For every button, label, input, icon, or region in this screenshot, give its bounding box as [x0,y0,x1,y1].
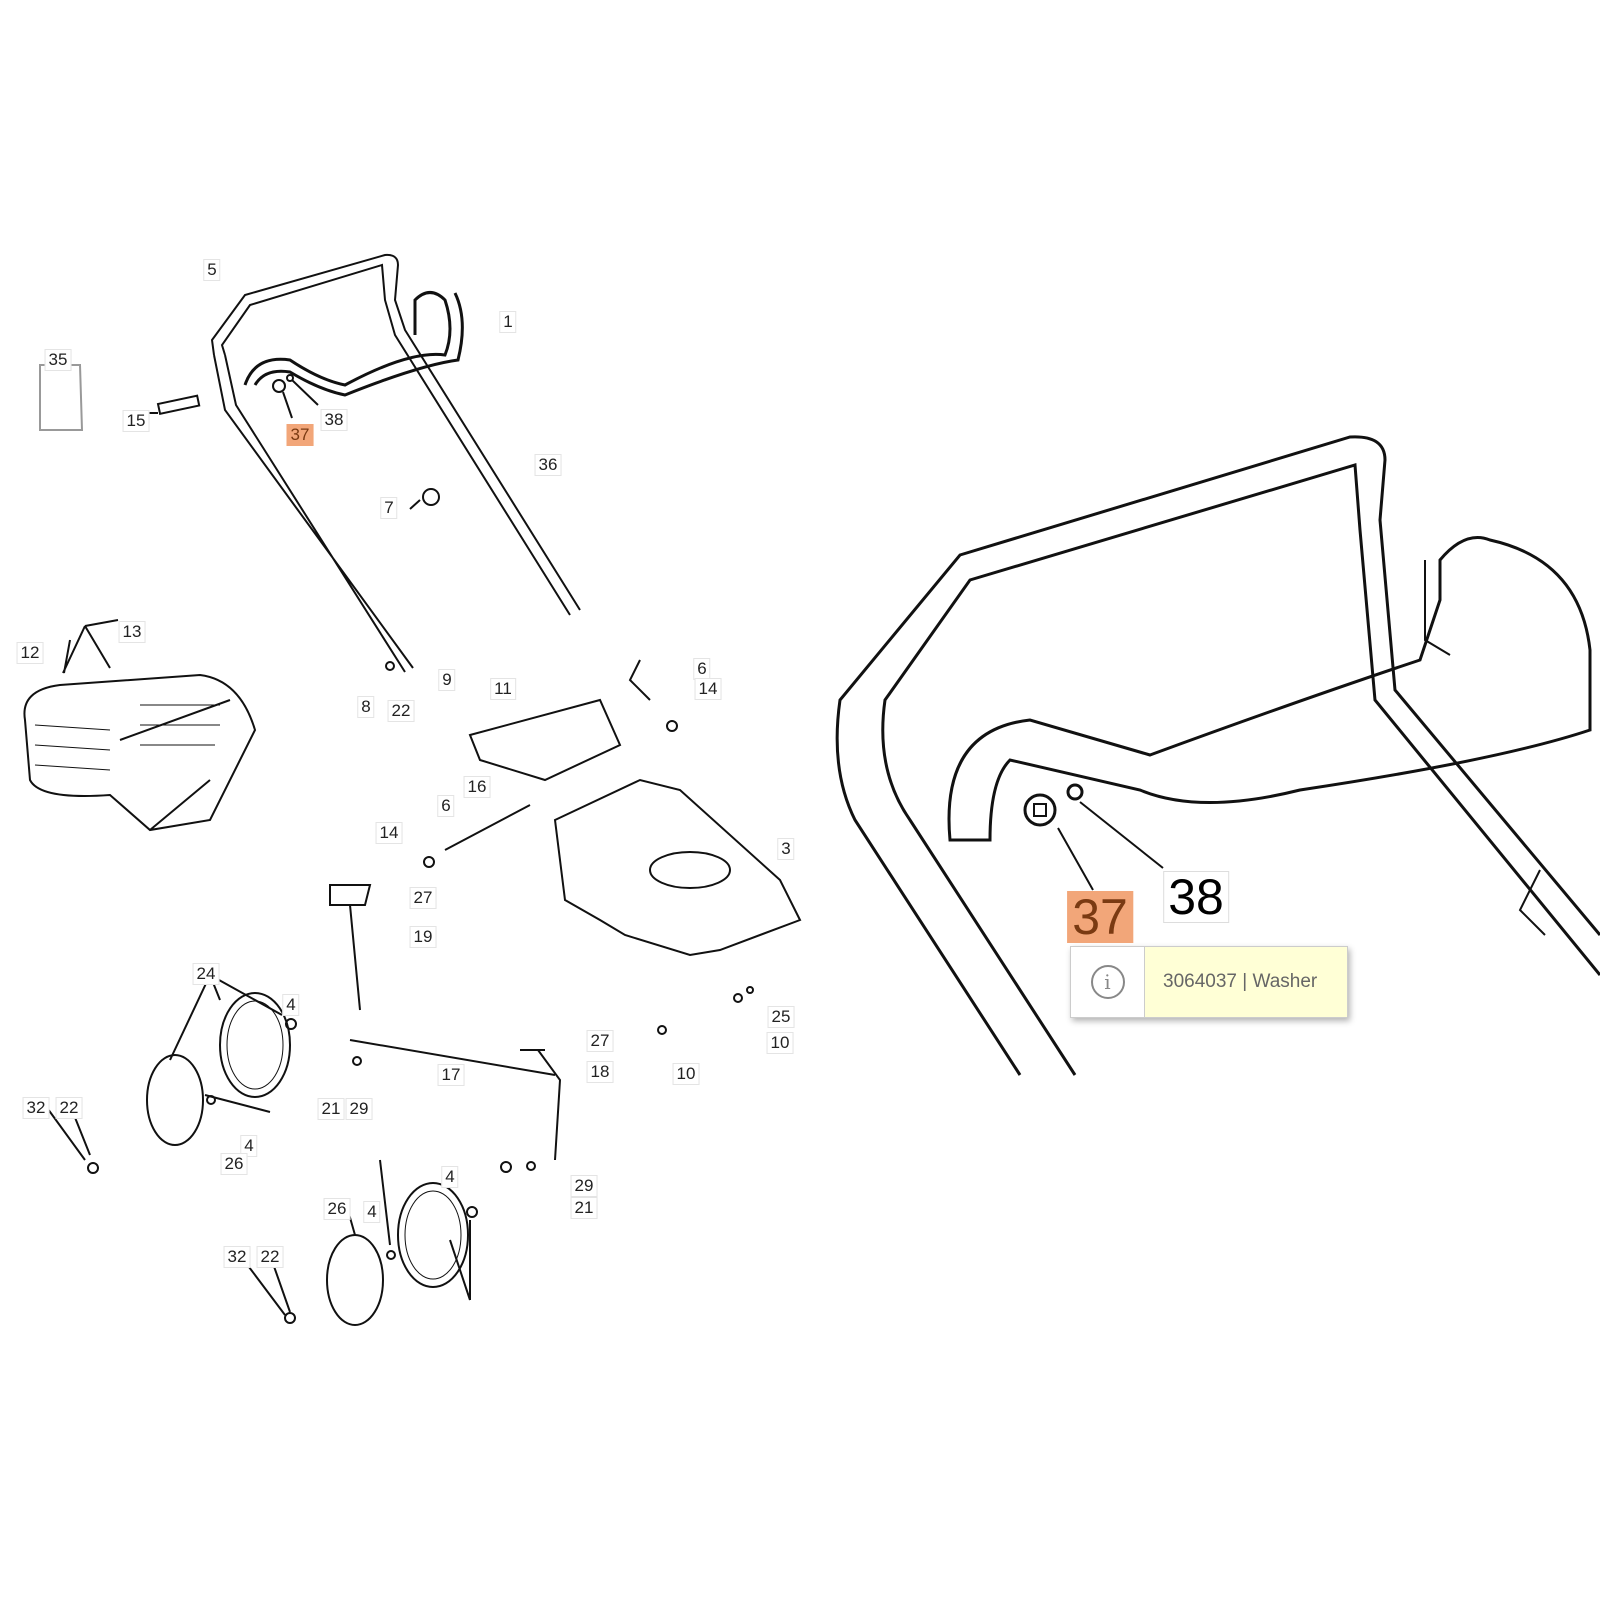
part-callout[interactable]: 6 [437,795,455,817]
part-callout[interactable]: 4 [363,1201,381,1223]
hubcap-left [146,1054,204,1146]
clip-35 [39,364,84,431]
part-callout[interactable]: 17 [437,1064,465,1086]
part-callout[interactable]: 4 [240,1135,258,1157]
part-callout[interactable]: 10 [766,1032,794,1054]
handle-frame [210,253,581,616]
zoom-washer-37 [1023,793,1057,827]
part-callout[interactable]: 4 [441,1166,459,1188]
part-callout[interactable]: 1 [499,311,517,333]
part-callout[interactable]: 8 [357,696,375,718]
grass-catcher [23,673,257,832]
part-callout[interactable]: 7 [380,497,398,519]
part-callout[interactable]: 19 [409,926,437,948]
part-callout[interactable]: 27 [586,1030,614,1052]
part-callout[interactable]: 27 [409,887,437,909]
part-callout[interactable]: 18 [586,1061,614,1083]
wheel-rear-left [397,1182,469,1288]
zoom-handle-frame [835,435,1600,1076]
part-callout[interactable]: 11 [490,678,516,700]
handle-lower-left [213,354,414,673]
part-callout[interactable]: 22 [256,1246,284,1268]
part-callout[interactable]: 4 [282,994,300,1016]
zoom-callout-37[interactable]: 37 [1067,891,1133,943]
part-callout[interactable]: 12 [16,642,44,664]
part-callout[interactable]: 32 [22,1097,50,1119]
zoom-grip [947,536,1592,842]
part-callout[interactable]: 25 [767,1006,795,1028]
zoom-callout-38[interactable]: 38 [1163,871,1229,923]
washer-37 [272,379,286,393]
part-callout[interactable]: 21 [570,1197,598,1219]
part-callout[interactable]: 16 [463,776,491,798]
handle-grip [243,291,464,397]
part-callout[interactable]: 15 [122,410,150,432]
part-callout[interactable]: 36 [534,454,562,476]
part-callout[interactable]: 26 [220,1153,248,1175]
part-tooltip: i 3064037 | Washer [1070,946,1348,1018]
part-callout[interactable]: 6 [693,658,711,680]
part-callout[interactable]: 37 [286,424,314,446]
part-callout[interactable]: 29 [570,1175,598,1197]
part-callout[interactable]: 26 [323,1198,351,1220]
part-callout[interactable]: 32 [223,1246,251,1268]
part-callout[interactable]: 21 [317,1098,345,1120]
info-icon: i [1071,947,1145,1017]
part-callout[interactable]: 22 [387,700,415,722]
rear-flap [468,698,622,782]
part-callout[interactable]: 5 [203,259,221,281]
part-callout[interactable]: 3 [777,838,795,860]
part-callout[interactable]: 29 [345,1098,373,1120]
part-callout[interactable]: 10 [672,1063,700,1085]
hubcap-rear [326,1234,384,1326]
part-callout[interactable]: 38 [320,409,348,431]
part-callout[interactable]: 9 [438,669,456,691]
tooltip-text: 3064037 | Washer [1163,971,1318,992]
part-callout[interactable]: 13 [118,621,146,643]
part-callout[interactable]: 14 [694,678,722,700]
zoom-nut-38 [1066,783,1084,801]
part-callout[interactable]: 24 [192,963,220,985]
wheel-front-left [219,992,291,1098]
part-callout[interactable]: 14 [375,822,403,844]
mower-deck [553,778,802,957]
part-callout[interactable]: 22 [55,1097,83,1119]
part-callout[interactable]: 35 [44,349,72,371]
